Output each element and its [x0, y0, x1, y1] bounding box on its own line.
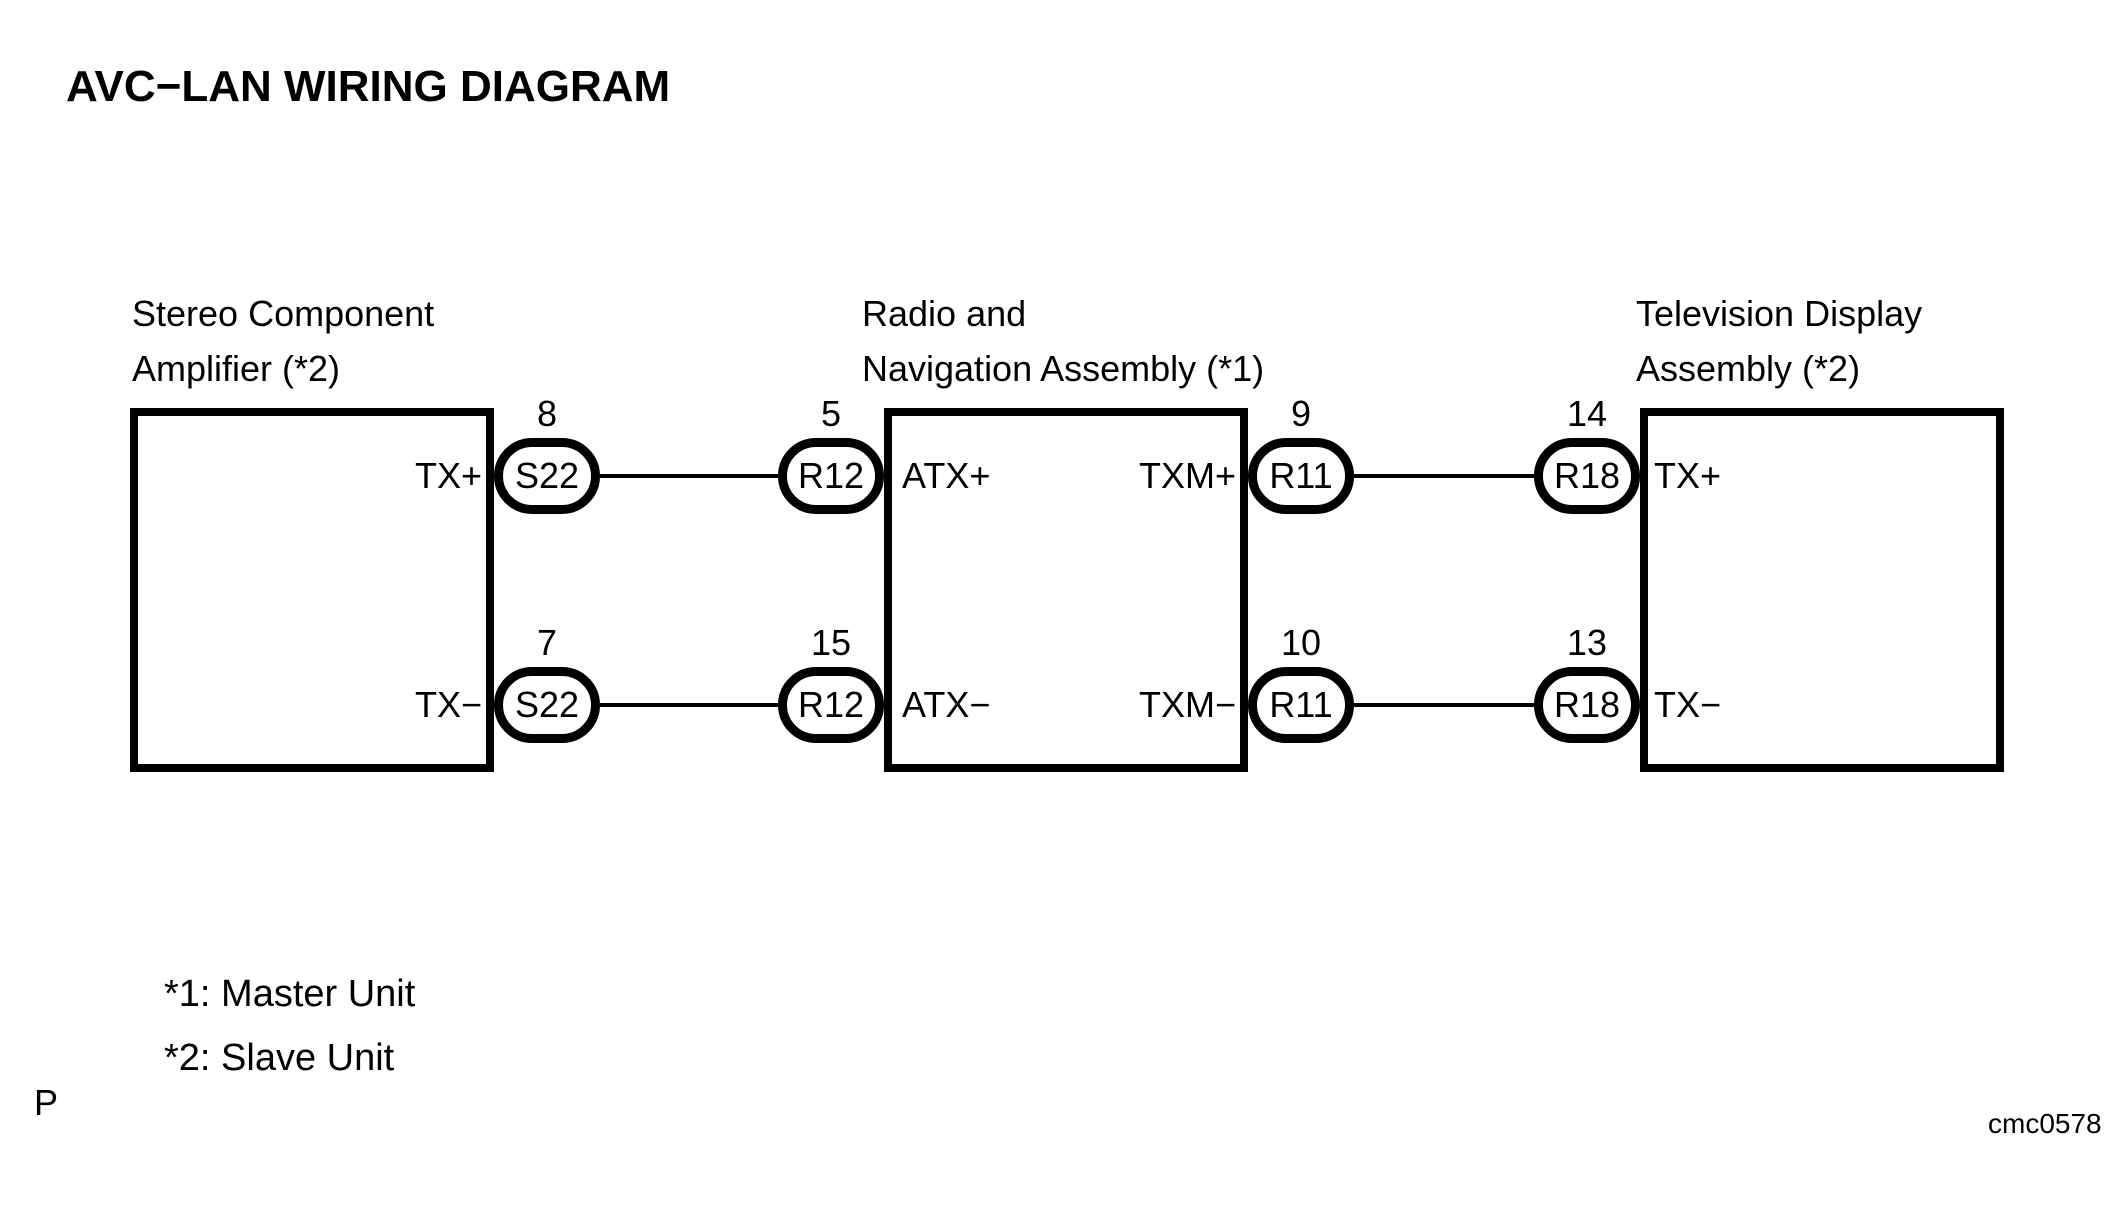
pin-label-atx-minus: ATX− [902, 684, 991, 725]
device-label-line2: Navigation Assembly (*1) [862, 348, 1265, 389]
note-slave-unit: *2: Slave Unit [164, 1037, 395, 1079]
pin-label-tx-minus: TX− [1654, 684, 1722, 725]
pin-number: 15 [810, 622, 852, 663]
connector-oval-s22: S22 [494, 438, 600, 514]
connector-id: R11 [1269, 684, 1333, 725]
connector-oval-r11: R11 [1248, 438, 1354, 514]
connector-oval-r12: R12 [778, 667, 884, 743]
connector-oval-r18: R18 [1534, 667, 1640, 743]
wire-amplifier-radio-plus [600, 474, 778, 478]
pin-number: 10 [1280, 622, 1322, 663]
pin-number: 5 [820, 393, 842, 434]
device-label-line1: Radio and [862, 293, 1027, 334]
pin-label-txm-minus: TXM− [1138, 684, 1236, 725]
pin-number: 14 [1566, 393, 1608, 434]
device-box-radio-navigation: ATX+ TXM+ ATX− TXM− [884, 408, 1248, 772]
connector-oval-r18: R18 [1534, 438, 1640, 514]
connector-id: R18 [1553, 455, 1621, 496]
connector-oval-r12: R12 [778, 438, 884, 514]
pin-number: 7 [536, 622, 558, 663]
page-title: AVC−LAN WIRING DIAGRAM [66, 62, 671, 111]
connector-oval-r11: R11 [1248, 667, 1354, 743]
device-label-television-display: Television Display Assembly (*2) [1636, 286, 1922, 396]
device-label-line1: Television Display [1636, 293, 1923, 334]
connector-id: R12 [797, 455, 865, 496]
connector-id: R11 [1269, 455, 1333, 496]
pin-label-txm-plus: TXM+ [1138, 455, 1236, 496]
pin-label-tx-plus: TX+ [414, 455, 482, 496]
connector-id: R12 [797, 684, 865, 725]
wire-amplifier-radio-minus [600, 703, 778, 707]
wire-radio-television-minus [1354, 703, 1534, 707]
device-label-line2: Amplifier (*2) [132, 348, 341, 389]
device-label-line2: Assembly (*2) [1636, 348, 1861, 389]
connector-id: S22 [514, 455, 580, 496]
pin-label-tx-minus: TX− [414, 684, 482, 725]
device-box-television-display: TX+ TX− [1640, 408, 2004, 772]
pin-number: 9 [1290, 393, 1312, 434]
footnotes: *1: Master Unit *2: Slave Unit [164, 962, 415, 1090]
wire-radio-television-plus [1354, 474, 1534, 478]
device-label-amplifier: Stereo Component Amplifier (*2) [132, 286, 434, 396]
device-label-line1: Stereo Component [132, 293, 435, 334]
connector-id: S22 [514, 684, 580, 725]
pin-label-tx-plus: TX+ [1654, 455, 1722, 496]
connector-oval-s22: S22 [494, 667, 600, 743]
pin-label-atx-plus: ATX+ [902, 455, 991, 496]
pin-number: 13 [1566, 622, 1608, 663]
page-marker: P [34, 1082, 59, 1123]
device-label-radio-navigation: Radio and Navigation Assembly (*1) [862, 286, 1264, 396]
note-master-unit: *1: Master Unit [164, 973, 416, 1015]
pin-number: 8 [536, 393, 558, 434]
figure-code: cmc0578 [1988, 1108, 2102, 1139]
connector-id: R18 [1553, 684, 1621, 725]
device-box-amplifier: TX+ TX− [130, 408, 494, 772]
